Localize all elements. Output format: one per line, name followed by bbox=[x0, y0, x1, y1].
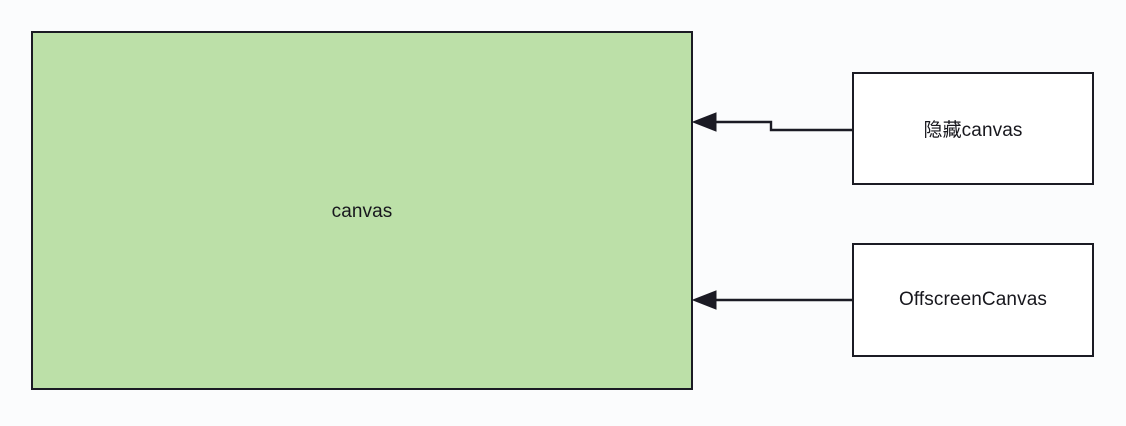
arrowhead-left-icon bbox=[691, 112, 717, 132]
arrowhead-left-icon bbox=[691, 290, 717, 310]
connector-offscreen-canvas-to-canvas[interactable] bbox=[691, 290, 852, 310]
connector-hidden-canvas-to-canvas[interactable] bbox=[691, 112, 852, 132]
connector-hidden-canvas-to-canvas-line bbox=[710, 120, 852, 132]
